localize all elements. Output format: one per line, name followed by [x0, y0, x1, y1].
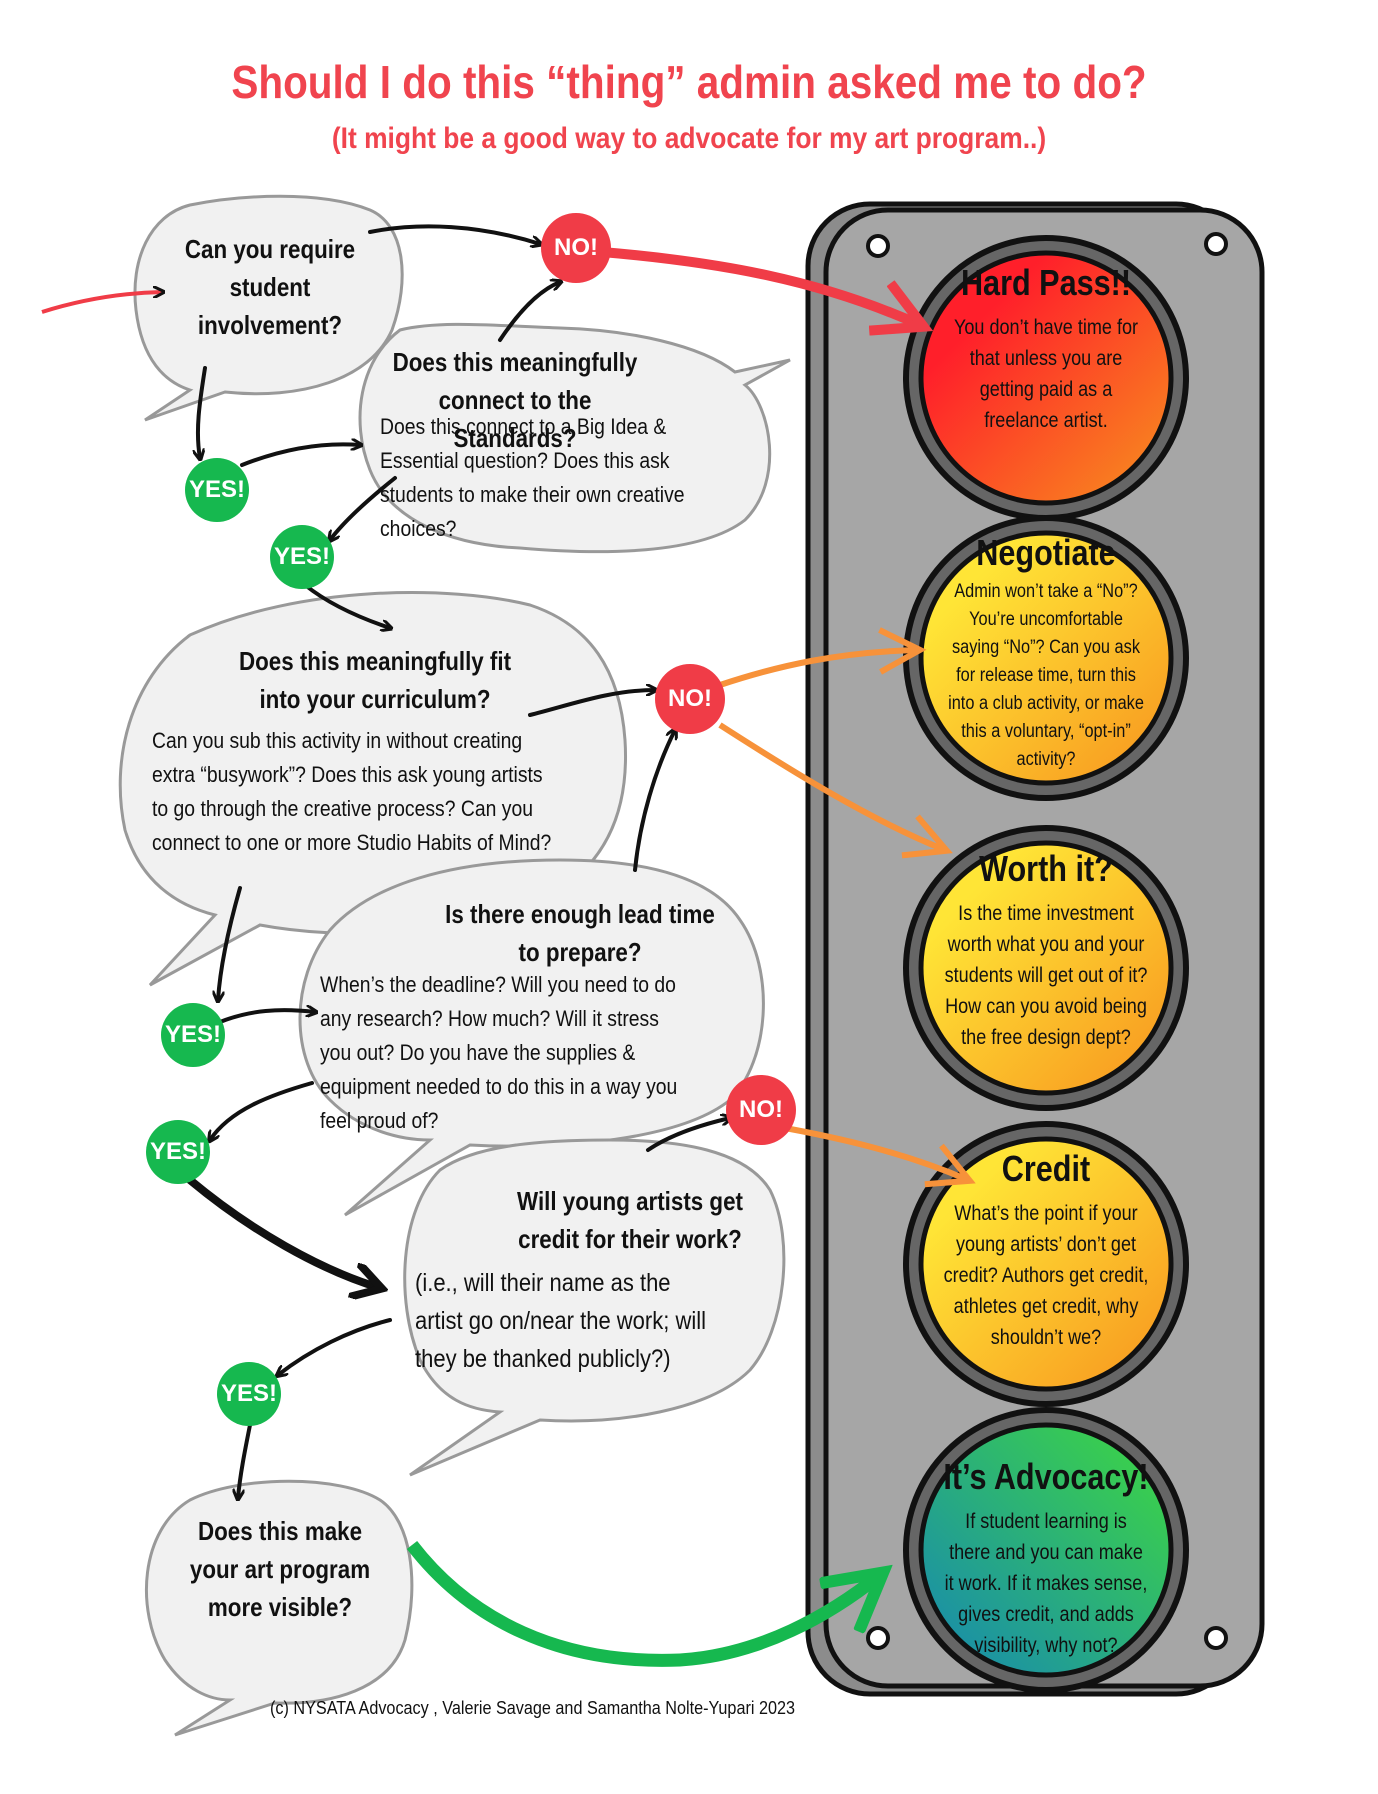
- arrow-q3-to-no: [528, 690, 655, 717]
- light-hard-pass-title: Hard Pass!!: [960, 262, 1132, 303]
- arrow-q2-to-yes: [330, 476, 397, 540]
- bubble-require-involvement: [133, 194, 404, 422]
- light-negotiate-text: Admin won’t take a “No”? You’re uncomfor…: [948, 581, 1144, 770]
- question-require-involvement: Can you require student involvement?: [184, 234, 356, 340]
- question-standards-detail: Does this connect to a Big Idea & Essent…: [380, 414, 685, 541]
- question-lead-time: Is there enough lead time to prepare?: [445, 899, 715, 967]
- question-standards: Does this meaningfully connect to the St…: [392, 347, 638, 453]
- yes-badge-4: YES!: [146, 1120, 210, 1184]
- question-credit-detail: (i.e., will their name as the artist go …: [415, 1269, 707, 1373]
- yes-badge-1: YES!: [185, 458, 249, 522]
- light-credit-title: Credit: [1001, 1148, 1091, 1189]
- light-credit: [903, 1121, 1189, 1407]
- question-curriculum: Does this meaningfully fit into your cur…: [238, 646, 512, 714]
- light-hard-pass: [903, 235, 1189, 521]
- arrow-yes4-to-q5: [186, 1176, 380, 1288]
- arrow-no-to-credit: [784, 1125, 976, 1188]
- light-hard-pass-text: You don’t have time for that unless you …: [953, 316, 1139, 432]
- light-credit-text: What’s the point if your young artists’ …: [943, 1202, 1149, 1349]
- light-advocacy-text: If student learning is there and you can…: [944, 1510, 1148, 1657]
- arrow-yes-to-advocacy: [406, 1541, 880, 1667]
- arrow-q4-to-no: [633, 730, 675, 872]
- arrow-yes3-to-q4: [218, 1010, 315, 1024]
- arrow-no-to-worth-it: [718, 722, 953, 859]
- light-worth-it-text: Is the time investment worth what you an…: [944, 902, 1148, 1049]
- question-lead-time-detail: When’s the deadline? Will you need to do…: [320, 972, 678, 1133]
- question-curriculum-detail: Can you sub this activity in without cre…: [152, 728, 552, 855]
- arrow-yes1-to-q2: [240, 444, 360, 467]
- no-badge-3: NO!: [726, 1075, 796, 1145]
- light-negotiate: [903, 515, 1189, 801]
- light-worth-it-title: Worth it?: [979, 848, 1113, 889]
- arrow-q2-to-no: [498, 282, 560, 342]
- bubble-standards: [358, 322, 791, 554]
- arrow-yes5-to-q6: [238, 1423, 252, 1498]
- no-badge-1: NO!: [541, 213, 611, 283]
- arrow-q5-to-no: [646, 1118, 730, 1152]
- yes-badge-2: YES!: [270, 525, 334, 589]
- arrow-no-to-negotiate: [719, 627, 927, 688]
- bubble-credit: [403, 1138, 786, 1477]
- entry-arrow: [41, 292, 162, 314]
- bubble-visible: [144, 1479, 414, 1737]
- arrow-yes2-to-q3: [303, 583, 390, 628]
- arrow-q5-to-yes: [278, 1318, 392, 1375]
- arrow-q1-to-yes: [198, 366, 207, 458]
- question-credit: Will young artists get credit for their …: [517, 1186, 743, 1254]
- footer-credit: (c) NYSATA Advocacy , Valerie Savage and…: [270, 1698, 795, 1718]
- arrow-q4-to-yes: [210, 1081, 314, 1140]
- question-visible: Does this make your art program more vis…: [189, 1516, 371, 1622]
- yes-badge-5: YES!: [217, 1362, 281, 1426]
- light-negotiate-title: Negotiate: [976, 532, 1116, 573]
- light-advocacy: [903, 1407, 1189, 1693]
- page-title: Should I do this “thing” admin asked me …: [231, 56, 1147, 108]
- no-badge-2: NO!: [655, 664, 725, 734]
- page-subtitle: (It might be a good way to advocate for …: [331, 122, 1047, 155]
- light-advocacy-title: It’s Advocacy!: [943, 1456, 1149, 1497]
- arrow-q1-to-no: [368, 224, 540, 244]
- arrow-q3-to-yes: [218, 886, 242, 1000]
- yes-badge-3: YES!: [161, 1003, 225, 1067]
- light-worth-it: [903, 825, 1189, 1111]
- arrow-no-to-hard-pass: [601, 247, 920, 325]
